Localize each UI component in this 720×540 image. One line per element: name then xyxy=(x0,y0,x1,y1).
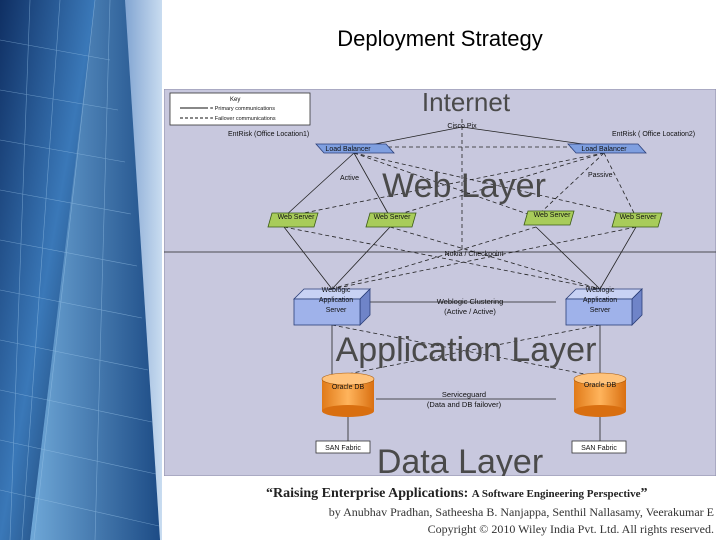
san-fabric-right: SAN Fabric xyxy=(572,441,626,453)
citation-copyright: Copyright © 2010 Wiley India Pvt. Ltd. A… xyxy=(428,522,714,537)
layer-internet: Internet xyxy=(422,89,511,117)
san-fabric-left: SAN Fabric xyxy=(316,441,370,453)
legend-key: Key = Primary communications = Failover … xyxy=(170,93,310,125)
citation-authors: by Anubhav Pradhan, Satheesha B. Nanjapp… xyxy=(329,505,714,520)
app-server-left-line1: Weblogic xyxy=(322,287,351,294)
san-fabric-right-label: SAN Fabric xyxy=(581,445,617,452)
app-server-left-line3: Server xyxy=(326,307,347,314)
citation-title: “Raising Enterprise Applications: A Soft… xyxy=(266,486,648,502)
slide-title: Deployment Strategy xyxy=(260,26,620,52)
location1-label: EntRisk (Office Location1) xyxy=(228,131,309,138)
active-label: Active xyxy=(340,175,359,182)
layer-data: Data Layer xyxy=(377,443,543,476)
san-fabric-left-label: SAN Fabric xyxy=(325,445,361,452)
app-server-right-line1: Weblogic xyxy=(586,287,615,294)
oracle-db-right-label: Oracle DB xyxy=(584,382,617,389)
key-title: Key xyxy=(230,97,240,103)
web-server-2: Web Server xyxy=(366,213,416,227)
deployment-diagram: Key = Primary communications = Failover … xyxy=(164,89,716,476)
app-server-left-line2: Application xyxy=(319,297,353,304)
key-primary: = Primary communications xyxy=(210,106,275,112)
load-balancer-right: Load Balancer xyxy=(568,144,646,153)
web-server-4-label: Web Server xyxy=(620,214,657,221)
app-server-right-line2: Application xyxy=(583,297,617,304)
load-balancer-left: Load Balancer xyxy=(316,144,394,153)
oracle-db-left: Oracle DB xyxy=(322,373,374,417)
app-server-right: Weblogic Application Server xyxy=(566,287,642,325)
web-server-1: Web Server xyxy=(268,213,318,227)
building-image xyxy=(0,0,162,540)
passive-label: Passive xyxy=(588,172,613,179)
web-server-2-label: Web Server xyxy=(374,214,411,221)
key-failover: = Failover communications xyxy=(210,116,276,122)
load-balancer-right-label: Load Balancer xyxy=(581,146,627,153)
clustering-label-line2: (Active / Active) xyxy=(444,307,496,316)
clustering-label-line1: Weblogic Clustering xyxy=(437,297,504,306)
app-server-right-line3: Server xyxy=(590,307,611,314)
layer-web: Web Layer xyxy=(382,167,546,205)
oracle-db-left-label: Oracle DB xyxy=(332,384,365,391)
serviceguard-line2: (Data and DB failover) xyxy=(427,400,502,409)
citation-title-part2: A Software Engineering Perspective xyxy=(472,488,641,500)
web-server-3: Web Server xyxy=(524,211,574,225)
web-server-3-label: Web Server xyxy=(534,212,571,219)
layer-application: Application Layer xyxy=(336,331,597,369)
serviceguard-line1: Serviceguard xyxy=(442,390,486,399)
location2-label: EntRisk ( Office Location2) xyxy=(612,131,695,138)
oracle-db-right: Oracle DB xyxy=(574,373,626,417)
citation-title-part1: “Raising Enterprise Applications: xyxy=(266,486,472,501)
cisco-pix-label: Cisco Pix xyxy=(447,123,477,130)
nokia-checkpoint-label: Nokia / Checkpoint xyxy=(445,251,504,258)
app-server-left: Weblogic Application Server xyxy=(294,287,370,325)
load-balancer-left-label: Load Balancer xyxy=(325,146,371,153)
citation-title-part3: ” xyxy=(641,486,648,501)
web-server-4: Web Server xyxy=(612,213,662,227)
web-server-1-label: Web Server xyxy=(278,214,315,221)
